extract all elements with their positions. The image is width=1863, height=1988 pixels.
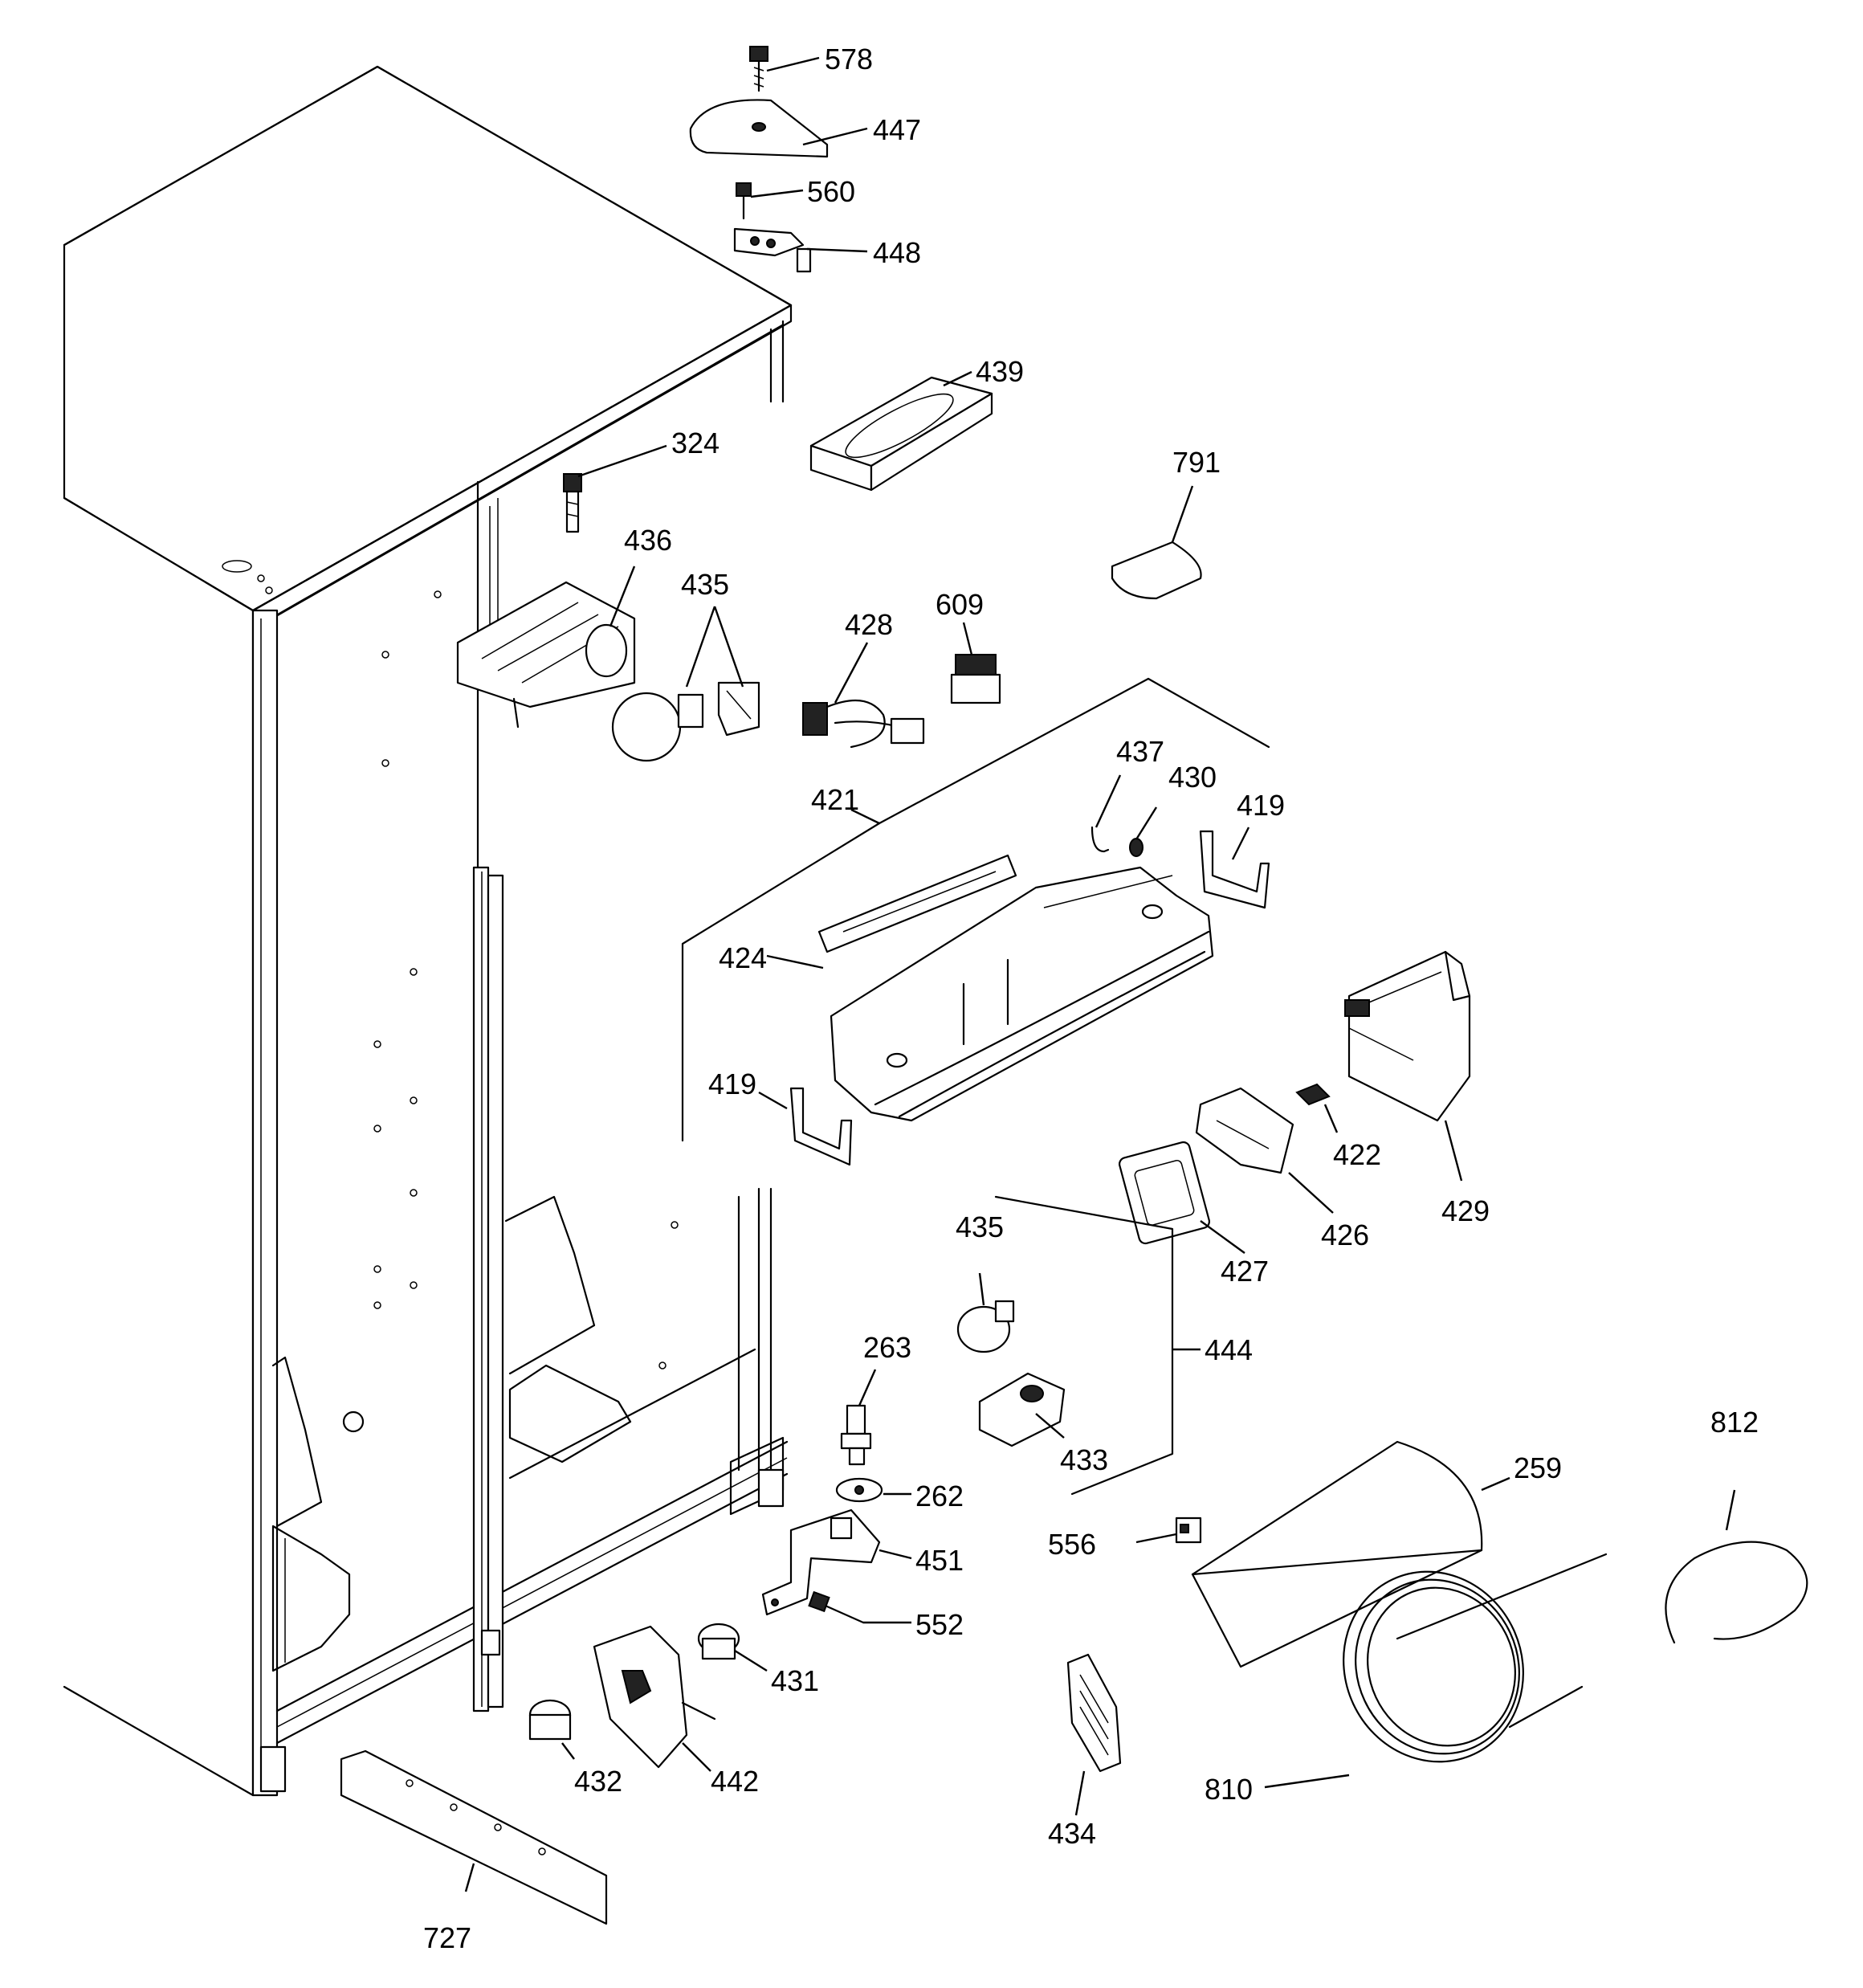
part-552-screw: [808, 1590, 865, 1624]
part-424-circuit-board: [817, 854, 1017, 953]
label-324: 324: [671, 427, 720, 459]
label-432: 432: [574, 1765, 622, 1798]
label-791: 791: [1172, 446, 1221, 479]
refrigerator-cabinet: [63, 65, 793, 1797]
label-433: 433: [1060, 1443, 1108, 1476]
label-426: 426: [1321, 1219, 1369, 1251]
label-430: 430: [1168, 761, 1217, 794]
label-451: 451: [915, 1544, 964, 1577]
label-427: 427: [1221, 1255, 1269, 1288]
label-419-top: 419: [1237, 789, 1285, 822]
part-791-cover: [1111, 541, 1202, 600]
label-552: 552: [915, 1608, 964, 1641]
part-259-cover: [1191, 1440, 1483, 1668]
label-424: 424: [719, 941, 767, 974]
part-428-switch-harness: [802, 699, 925, 749]
part-419-clip-bottom: [789, 1087, 853, 1166]
part-556-clip: [1175, 1517, 1202, 1544]
part-262-bushing: [835, 1477, 883, 1503]
part-324-bolt: [563, 473, 582, 533]
part-727-kickplate: [340, 1749, 608, 1925]
part-812-tubing: [1665, 1541, 1808, 1644]
part-451-bottom-hinge: [761, 1508, 881, 1616]
control-housing: [830, 866, 1214, 1122]
part-609-connector: [950, 654, 1001, 704]
part-429-module: [1344, 950, 1471, 1122]
label-422: 422: [1333, 1138, 1381, 1171]
label-435-top: 435: [681, 568, 729, 601]
part-labels: 578 447 560 448 439 324 791 436 435 428 …: [423, 43, 1759, 1954]
label-609: 609: [936, 588, 984, 621]
part-433-socket: [978, 1372, 1066, 1447]
part-442-damper: [593, 1625, 716, 1769]
part-434-grille: [1066, 1653, 1122, 1773]
part-421-group-bracket: [681, 677, 1270, 1142]
label-560: 560: [807, 175, 855, 208]
label-428: 428: [845, 608, 893, 641]
label-436: 436: [624, 524, 672, 557]
label-419-bottom: 419: [708, 1067, 756, 1100]
label-810: 810: [1205, 1773, 1253, 1806]
part-436-light-shield: [456, 581, 636, 729]
part-427-lens: [1118, 1141, 1211, 1245]
part-447-hinge-cover: [689, 99, 829, 158]
label-421: 421: [811, 783, 859, 816]
part-439-tray: [809, 376, 993, 492]
leader-lines: [464, 56, 1736, 1892]
part-430-grommet: [1129, 838, 1143, 857]
label-447: 447: [873, 113, 921, 146]
label-437: 437: [1116, 735, 1164, 768]
part-426-housing: [1195, 1087, 1294, 1174]
part-810-water-line: [1343, 1553, 1608, 1763]
label-442: 442: [711, 1765, 759, 1798]
part-560-screw: [736, 182, 752, 220]
label-812: 812: [1710, 1406, 1759, 1439]
part-444-group-bracket: [994, 1195, 1174, 1496]
label-431: 431: [771, 1664, 819, 1697]
label-444: 444: [1205, 1333, 1253, 1366]
part-422-clip: [1295, 1083, 1331, 1106]
part-431-cap: [697, 1623, 740, 1660]
part-419-clip-top: [1199, 830, 1270, 909]
part-578-screw: [749, 46, 768, 92]
part-435-bulb-socket: [611, 681, 760, 762]
label-556: 556: [1048, 1528, 1096, 1561]
label-263: 263: [863, 1331, 911, 1364]
label-439: 439: [976, 355, 1024, 388]
part-263-pin: [840, 1404, 872, 1466]
part-437-wire: [1090, 826, 1110, 853]
label-578: 578: [825, 43, 873, 76]
part-435-bulb: [956, 1300, 1015, 1353]
part-432-bushing: [528, 1699, 572, 1741]
label-259: 259: [1514, 1451, 1562, 1484]
label-262: 262: [915, 1480, 964, 1512]
label-727: 727: [423, 1921, 471, 1954]
label-434: 434: [1048, 1817, 1096, 1850]
label-448: 448: [873, 236, 921, 269]
part-448-hinge: [733, 227, 812, 273]
label-435-bottom: 435: [956, 1210, 1004, 1243]
label-429: 429: [1441, 1194, 1490, 1227]
